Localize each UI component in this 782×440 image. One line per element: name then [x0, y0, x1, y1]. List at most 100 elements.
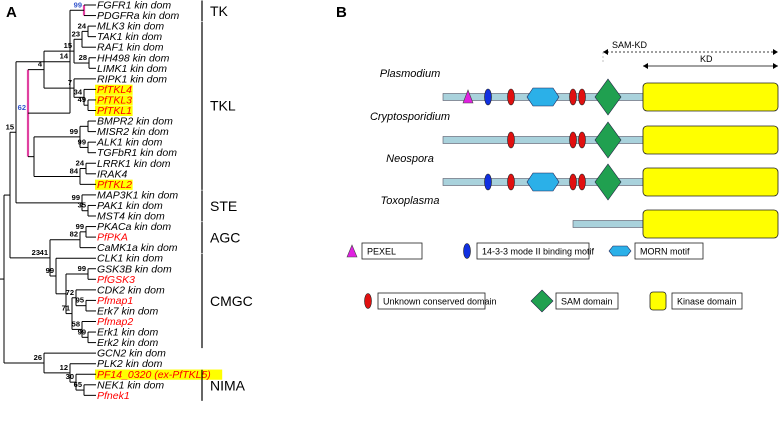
bootstrap-value: 24	[78, 21, 87, 30]
tree-leaf: Pfmap2	[97, 316, 133, 328]
organism-name: Plasmodium	[380, 68, 441, 80]
morn-motif-icon	[526, 87, 560, 107]
unknown-domain-icon	[569, 173, 577, 191]
organism-row: Neospora	[386, 153, 779, 201]
bootstrap-value: 28	[79, 53, 87, 62]
bootstrap-value: 99	[72, 193, 80, 202]
leaf-label: BMPR2 kin dom	[97, 116, 173, 128]
legend-label: PEXEL	[367, 247, 396, 257]
leaf-label: ALK1 kin dom	[96, 137, 163, 149]
organism-row: Plasmodium	[380, 68, 779, 116]
bootstrap-value: 7	[68, 78, 72, 87]
legend-box	[476, 242, 590, 260]
bootstrap-value: 95	[76, 296, 84, 305]
bootstrap-value: 12	[60, 363, 68, 372]
leaf-label: FGFR1 kin dom	[97, 0, 171, 12]
leaf-label: PfTKL2	[97, 179, 132, 191]
unknown-domain-icon	[578, 173, 586, 191]
unknown-domain-icon	[569, 88, 577, 106]
sam-kd-label: SAM-KD	[612, 40, 648, 50]
leaf-label: RIPK1 kin dom	[97, 73, 167, 85]
tree-leaf: PDGFRa kin dom	[97, 10, 180, 22]
kinase-domain-icon	[642, 209, 779, 239]
tree-leaf: Pfnek1	[97, 390, 130, 402]
tree-leaf: FGFR1 kin dom	[97, 0, 171, 12]
legend-item: SAM domain	[530, 289, 619, 313]
arrow-head	[603, 49, 608, 55]
tree-leaf: LIMK1 kin dom	[97, 63, 167, 75]
bootstrap-value: 62	[18, 103, 26, 112]
leaf-label: Erk1 kin dom	[97, 327, 159, 339]
family-label: NIMA	[210, 377, 246, 393]
protein-backbone	[572, 220, 644, 228]
bootstrap-value: 71	[62, 304, 70, 313]
unknown-domain-icon	[569, 131, 577, 149]
leaf-label: HH498 kin dom	[97, 52, 170, 64]
leaf-label: PKACa kin dom	[97, 221, 171, 233]
tree-leaf: Erk1 kin dom	[97, 327, 159, 339]
leaf-label: MAP3K1 kin dom	[97, 189, 178, 201]
leaf-label: Pfmap2	[97, 316, 133, 328]
tree-leaf: CLK1 kin dom	[97, 253, 163, 265]
tree-leaf: PfPKA	[97, 232, 128, 244]
pexel-icon	[462, 89, 474, 104]
highlight-box	[95, 105, 133, 116]
tree-leaf: GCN2 kin dom	[97, 348, 166, 360]
tree-leaf: PLK2 kin dom	[97, 358, 163, 370]
leaf-label: PfTKL4	[97, 84, 132, 96]
bootstrap-value: 99	[78, 264, 86, 273]
arrow-head	[773, 63, 778, 69]
bootstrap-value: 99	[74, 0, 82, 9]
tree-leaf: HH498 kin dom	[97, 52, 170, 64]
tree-leaf: PfTKL4	[95, 84, 133, 96]
organism-name: Toxoplasma	[381, 195, 440, 207]
kinase-domain-icon	[642, 167, 779, 197]
legend-unknown-icon	[364, 293, 372, 309]
leaf-label: PLK2 kin dom	[97, 358, 163, 370]
leaf-label: GCN2 kin dom	[97, 348, 166, 360]
bootstrap-value: 23	[32, 248, 40, 257]
tree-leaf: CDK2 kin dom	[97, 284, 165, 296]
family-label: AGC	[210, 230, 240, 246]
leaf-label: GSK3B kin dom	[97, 263, 172, 275]
bootstrap-value: 41	[40, 248, 48, 257]
tree-leaf: PAK1 kin dom	[97, 200, 163, 212]
bootstrap-value: 23	[72, 29, 80, 38]
unknown-domain-icon	[507, 88, 515, 106]
sam-domain-icon	[594, 121, 622, 159]
leaf-label: MISR2 kin dom	[97, 126, 169, 138]
leaf-label: PAK1 kin dom	[97, 200, 163, 212]
bootstrap-value: 34	[74, 87, 83, 96]
leaf-label: PfGSK3	[97, 274, 135, 286]
tree-leaf: NEK1 kin dom	[97, 379, 164, 391]
bootstrap-value: 14	[60, 52, 69, 61]
highlight-box	[95, 84, 133, 95]
unknown-domain-icon	[578, 131, 586, 149]
bootstrap-value: 4	[38, 60, 43, 69]
leaf-label: Pfnek1	[97, 390, 130, 402]
highlight-box	[95, 95, 133, 106]
organism-row: Toxoplasma	[381, 195, 779, 239]
family-label: CMGC	[210, 293, 253, 309]
leaf-label: LIMK1 kin dom	[97, 63, 167, 75]
panel-label-a: A	[6, 4, 17, 21]
family-label: TKL	[210, 98, 236, 114]
bootstrap-value: 99	[78, 327, 86, 336]
leaf-label: TGFbR1 kin dom	[97, 147, 177, 159]
panel-label-b: B	[336, 4, 347, 21]
bootstrap-value: 99	[46, 266, 54, 275]
leaf-label: PDGFRa kin dom	[97, 10, 180, 22]
legend-label: MORN motif	[640, 247, 690, 257]
tree-leaf: LRRK1 kin dom	[97, 158, 171, 170]
domain-architecture: SAM-KDKDPlasmodiumCryptosporidiumNeospor…	[346, 40, 779, 313]
legend-label: 14-3-3 mode II binding motif	[482, 247, 595, 257]
legend-item: 14-3-3 mode II binding motif	[463, 242, 595, 260]
tree-leaf: PfTKL2	[95, 179, 133, 191]
leaf-label: CDK2 kin dom	[97, 284, 165, 296]
tree-leaf: MAP3K1 kin dom	[97, 189, 178, 201]
bootstrap-value: 65	[74, 380, 82, 389]
tree-leaf: PfTKL3	[95, 94, 133, 106]
bootstrap-value: 84	[70, 166, 79, 175]
tree-leaf: MISR2 kin dom	[97, 126, 169, 138]
legend-kinase-icon	[649, 291, 667, 311]
